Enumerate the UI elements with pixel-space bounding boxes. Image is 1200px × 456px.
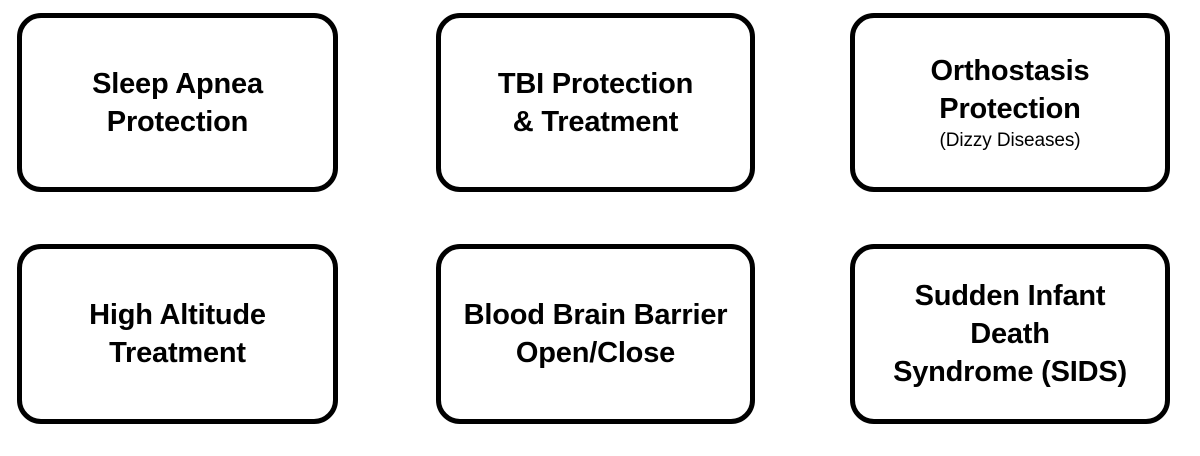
- node-orthostasis-protection[interactable]: Orthostasis Protection (Dizzy Diseases): [850, 13, 1170, 192]
- node-label: High Altitude Treatment: [89, 299, 266, 369]
- node-label: Sudden Infant Death Syndrome (SIDS): [893, 280, 1127, 388]
- node-sublabel: (Dizzy Diseases): [939, 130, 1081, 151]
- node-tbi-protection-treatment[interactable]: TBI Protection & Treatment: [436, 13, 755, 192]
- node-label: Orthostasis Protection: [930, 55, 1090, 125]
- node-label: Sleep Apnea Protection: [92, 67, 263, 138]
- node-label: Blood Brain Barrier Open/Close: [463, 299, 728, 369]
- node-high-altitude-treatment[interactable]: High Altitude Treatment: [17, 244, 338, 424]
- node-blood-brain-barrier-open-close[interactable]: Blood Brain Barrier Open/Close: [436, 244, 755, 424]
- node-sleep-apnea-protection[interactable]: Sleep Apnea Protection: [17, 13, 338, 192]
- node-label: TBI Protection & Treatment: [497, 67, 694, 138]
- node-sudden-infant-death-syndrome[interactable]: Sudden Infant Death Syndrome (SIDS): [850, 244, 1170, 424]
